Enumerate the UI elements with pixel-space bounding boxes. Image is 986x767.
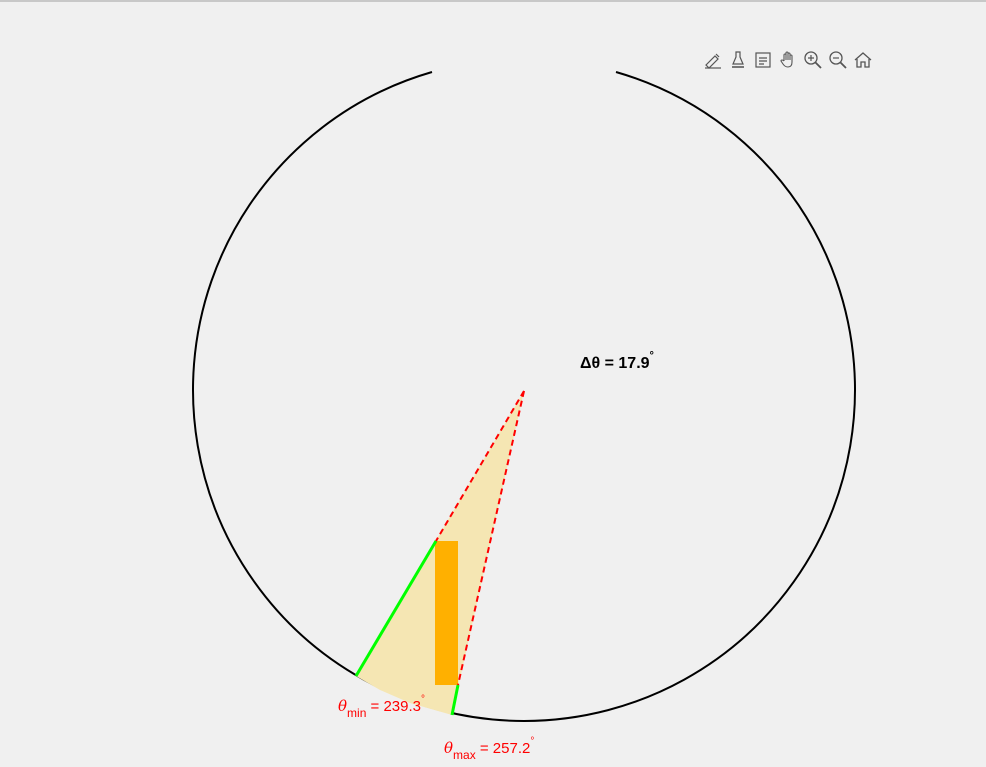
green-edge-max <box>450 684 460 716</box>
red-dashed-ray-max <box>457 390 525 686</box>
data-tips-button[interactable] <box>751 48 774 71</box>
home-button[interactable] <box>851 48 874 71</box>
data-tips-icon <box>754 51 771 68</box>
theta-max-label: θmax = 257.2° <box>444 736 534 762</box>
zoom-out-button[interactable] <box>826 48 849 71</box>
green-edge-min <box>354 540 438 677</box>
zoom-out-icon <box>828 50 847 69</box>
boundary-circle-arc <box>192 71 856 722</box>
theta-min-label: θmin = 239.3° <box>338 694 425 720</box>
window-top-border <box>0 0 986 2</box>
edit-plot-icon <box>704 53 721 69</box>
brush-button[interactable] <box>726 48 749 71</box>
red-dashed-ray-min <box>435 390 525 542</box>
zoom-in-icon <box>803 50 822 69</box>
highlight-bar <box>435 541 458 685</box>
zoom-in-button[interactable] <box>801 48 824 71</box>
pan-button[interactable] <box>776 48 799 71</box>
axes-toolbar <box>701 48 874 71</box>
edit-plot-button[interactable] <box>701 48 724 71</box>
delta-theta-label: Δθ = 17.9° <box>580 350 654 372</box>
pan-icon <box>779 50 793 68</box>
home-icon <box>854 51 871 68</box>
brush-icon <box>731 50 744 68</box>
